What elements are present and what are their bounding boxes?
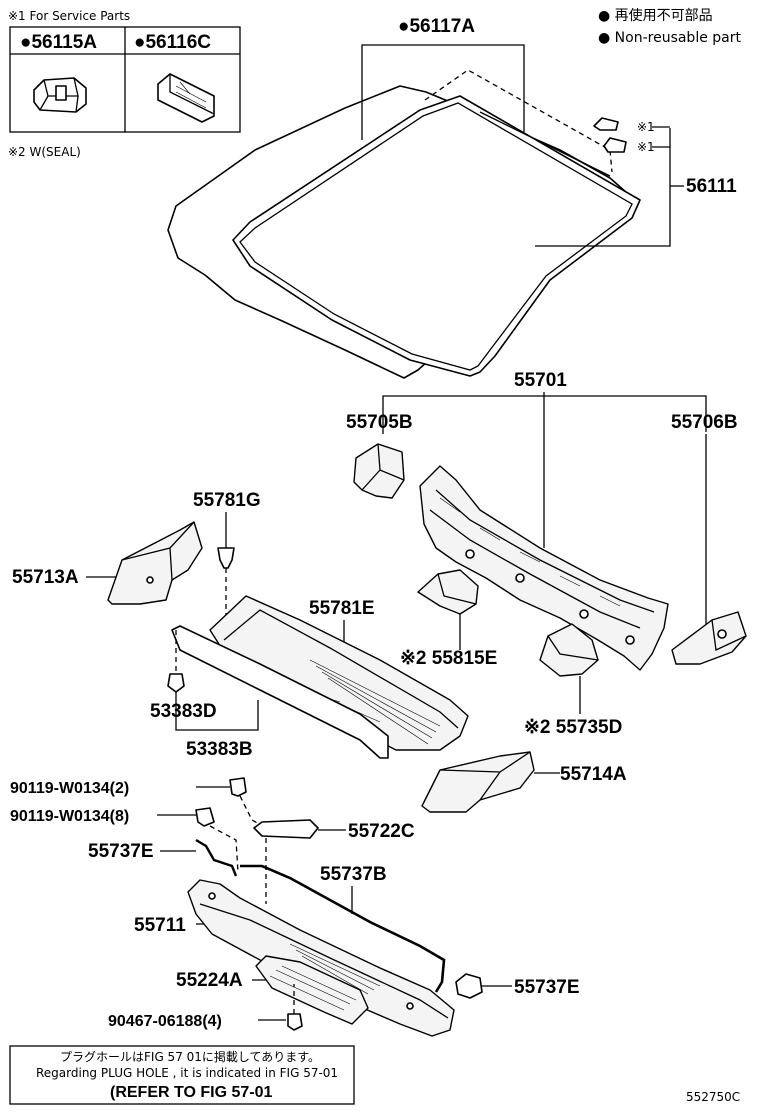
bracket-55706b-drawing (671, 611, 747, 665)
cowl-top-55711-drawing (187, 879, 455, 1037)
service-parts-box: ※1 For Service Parts ●56115A ●56116C ※2 … (8, 9, 241, 159)
service-parts-header: ※1 For Service Parts (8, 9, 130, 23)
callout-55815e: ※2 55815E (400, 569, 497, 669)
ref-mark-1a: ※1 (637, 120, 655, 134)
label-55705b: 55705B (346, 412, 413, 433)
label-90119-2: 90119-W0134(2) (10, 780, 129, 797)
clip-90467-drawing (287, 1013, 303, 1031)
clip-56115a-drawing (33, 77, 87, 113)
panel-55713a-drawing (107, 521, 203, 605)
clip-55781g-drawing (217, 547, 235, 569)
grommet-55737e-drawing (455, 973, 483, 999)
ref-mark-1b: ※1 (637, 140, 655, 154)
label-56111: 56111 (686, 176, 737, 197)
footer-note: プラグホールはFIG 57 01に掲載してあります。 Regarding PLU… (9, 1045, 355, 1105)
clip-53383d-drawing (167, 673, 185, 693)
w-seal-note: ※2 W(SEAL) (8, 145, 81, 159)
callout-55711: 55711 (134, 879, 455, 1037)
label-55735d: ※2 55735D (524, 717, 622, 738)
cowl-panel-55701-drawing (419, 465, 669, 671)
label-55737e-right: 55737E (514, 977, 580, 998)
figure-code: 552750C (686, 1090, 740, 1104)
windshield-glass-drawing (167, 69, 641, 379)
legend: ● 再使用不可部品 ● Non-reusable part (598, 7, 741, 46)
callout-55722c: 55722C (253, 819, 415, 904)
callout-53383b: 53383D 53383B (150, 625, 389, 760)
callout-90467: 90467-06188(4) (108, 984, 303, 1031)
bolt-90119-8-drawing (195, 807, 215, 827)
label-55714a: 55714A (560, 764, 627, 785)
callout-55224a: 55224A (176, 955, 369, 1025)
service-part-56116c-label: ●56116C (134, 32, 211, 53)
service-part-56115a-label: ●56115A (20, 32, 97, 53)
footer-note-en: Regarding PLUG HOLE , it is indicated in… (36, 1066, 338, 1080)
label-55722c: 55722C (348, 821, 415, 842)
callout-55735d: ※2 55735D (524, 623, 622, 738)
label-55701: 55701 (514, 370, 567, 391)
label-55781g: 55781G (193, 490, 261, 511)
callout-55701: 55701 (382, 370, 707, 548)
label-55737b: 55737B (320, 864, 387, 885)
callout-55714a: 55714A (421, 751, 627, 813)
clip-top-drawing (593, 117, 619, 131)
callout-55737b: 55737B (240, 864, 446, 993)
label-55224a: 55224A (176, 970, 243, 991)
part-55815e-drawing (417, 569, 479, 615)
footer-note-jp: プラグホールはFIG 57 01に掲載してあります。 (60, 1049, 320, 1064)
footer-refer: (REFER TO FIG 57-01 (110, 1084, 273, 1101)
molding-53383b-drawing (171, 625, 389, 759)
label-56117a: ●56117A (398, 16, 475, 37)
label-55711: 55711 (134, 915, 186, 936)
label-55781e: 55781E (309, 598, 375, 619)
label-55713a: 55713A (12, 567, 79, 588)
label-53383d: 53383D (150, 701, 217, 722)
clip-56116c-drawing (157, 73, 215, 123)
callout-55737e-right: 55737E (455, 973, 580, 999)
callout-90119: 90119-W0134(2) 90119-W0134(8) (10, 777, 267, 873)
part-55735d-drawing (539, 623, 599, 677)
callout-55781g: 55781G (193, 490, 261, 620)
seal-55224a-drawing (255, 955, 369, 1025)
legend-line-jp: ● 再使用不可部品 (598, 7, 713, 24)
callout-56111: 56111 ※1 ※1 (535, 117, 737, 247)
panel-55714a-drawing (421, 751, 535, 813)
callout-56117a: ●56117A (361, 16, 525, 140)
callout-55737e-left: 55737E (88, 838, 238, 877)
footer-frame (9, 1045, 355, 1105)
callout-55713a: 55713A (12, 521, 203, 605)
label-55706b: 55706B (671, 412, 738, 433)
label-90119-8: 90119-W0134(8) (10, 808, 129, 825)
label-55815e: ※2 55815E (400, 648, 497, 669)
label-53383b: 53383B (186, 739, 253, 760)
label-55737e-left: 55737E (88, 841, 154, 862)
bolt-90119-2-drawing (229, 777, 247, 797)
legend-line-en: ● Non-reusable part (598, 30, 741, 46)
clip-bottom-drawing (603, 137, 627, 153)
label-90467: 90467-06188(4) (108, 1013, 222, 1030)
bracket-55722c-drawing (253, 819, 319, 839)
